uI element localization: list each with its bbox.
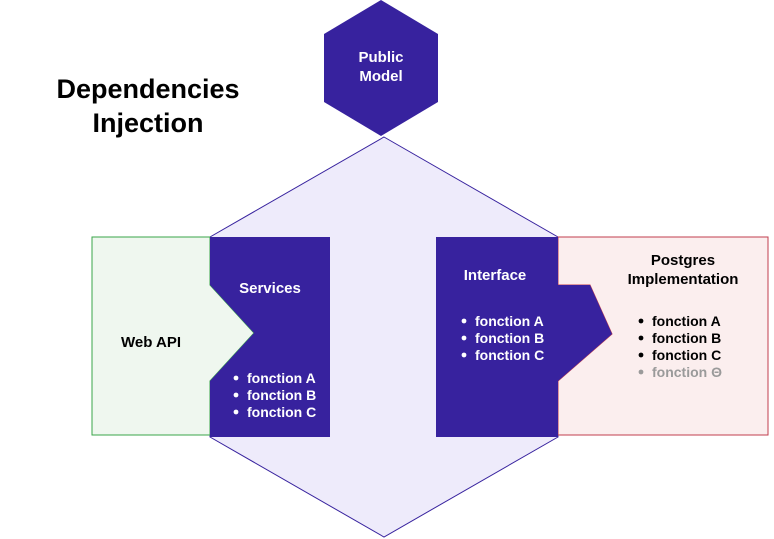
bullet-icon	[461, 318, 467, 324]
services-item-b: fonction B	[247, 387, 316, 403]
interface-item-b: fonction B	[475, 330, 544, 346]
interface-item-c: fonction C	[475, 347, 544, 363]
diagram-title-line2: Injection	[92, 108, 203, 138]
public-model-hexagon	[324, 0, 438, 136]
interface-block	[436, 237, 612, 437]
postgres-title-line1: Postgres	[651, 252, 715, 269]
bullet-icon	[461, 335, 467, 341]
services-list: fonction A fonction B fonction C	[233, 370, 316, 420]
bullet-icon	[638, 335, 644, 341]
postgres-item-b: fonction B	[652, 330, 721, 346]
postgres-item-extra: fonction Θ	[652, 364, 722, 380]
services-title: Services	[239, 280, 301, 297]
bullet-icon	[638, 352, 644, 358]
postgres-item-c: fonction C	[652, 347, 721, 363]
postgres-item-a: fonction A	[652, 313, 721, 329]
interface-list: fonction A fonction B fonction C	[461, 313, 544, 363]
diagram-title-line1: Dependencies	[56, 74, 239, 104]
bullet-icon	[233, 409, 239, 415]
services-item-a: fonction A	[247, 370, 316, 386]
interface-item-a: fonction A	[475, 313, 544, 329]
services-item-c: fonction C	[247, 404, 316, 420]
bullet-icon	[638, 369, 644, 375]
bullet-icon	[461, 352, 467, 358]
bullet-icon	[638, 318, 644, 324]
postgres-title-line2: Implementation	[628, 271, 739, 288]
bullet-icon	[233, 392, 239, 398]
bullet-icon	[233, 375, 239, 381]
web-api-label: Web API	[121, 334, 181, 351]
public-model-label-line2: Model	[359, 68, 402, 85]
public-model-label-line1: Public	[358, 49, 403, 66]
services-block	[210, 237, 330, 437]
interface-title: Interface	[464, 267, 527, 284]
postgres-list: fonction A fonction B fonction C fonctio…	[638, 313, 722, 380]
